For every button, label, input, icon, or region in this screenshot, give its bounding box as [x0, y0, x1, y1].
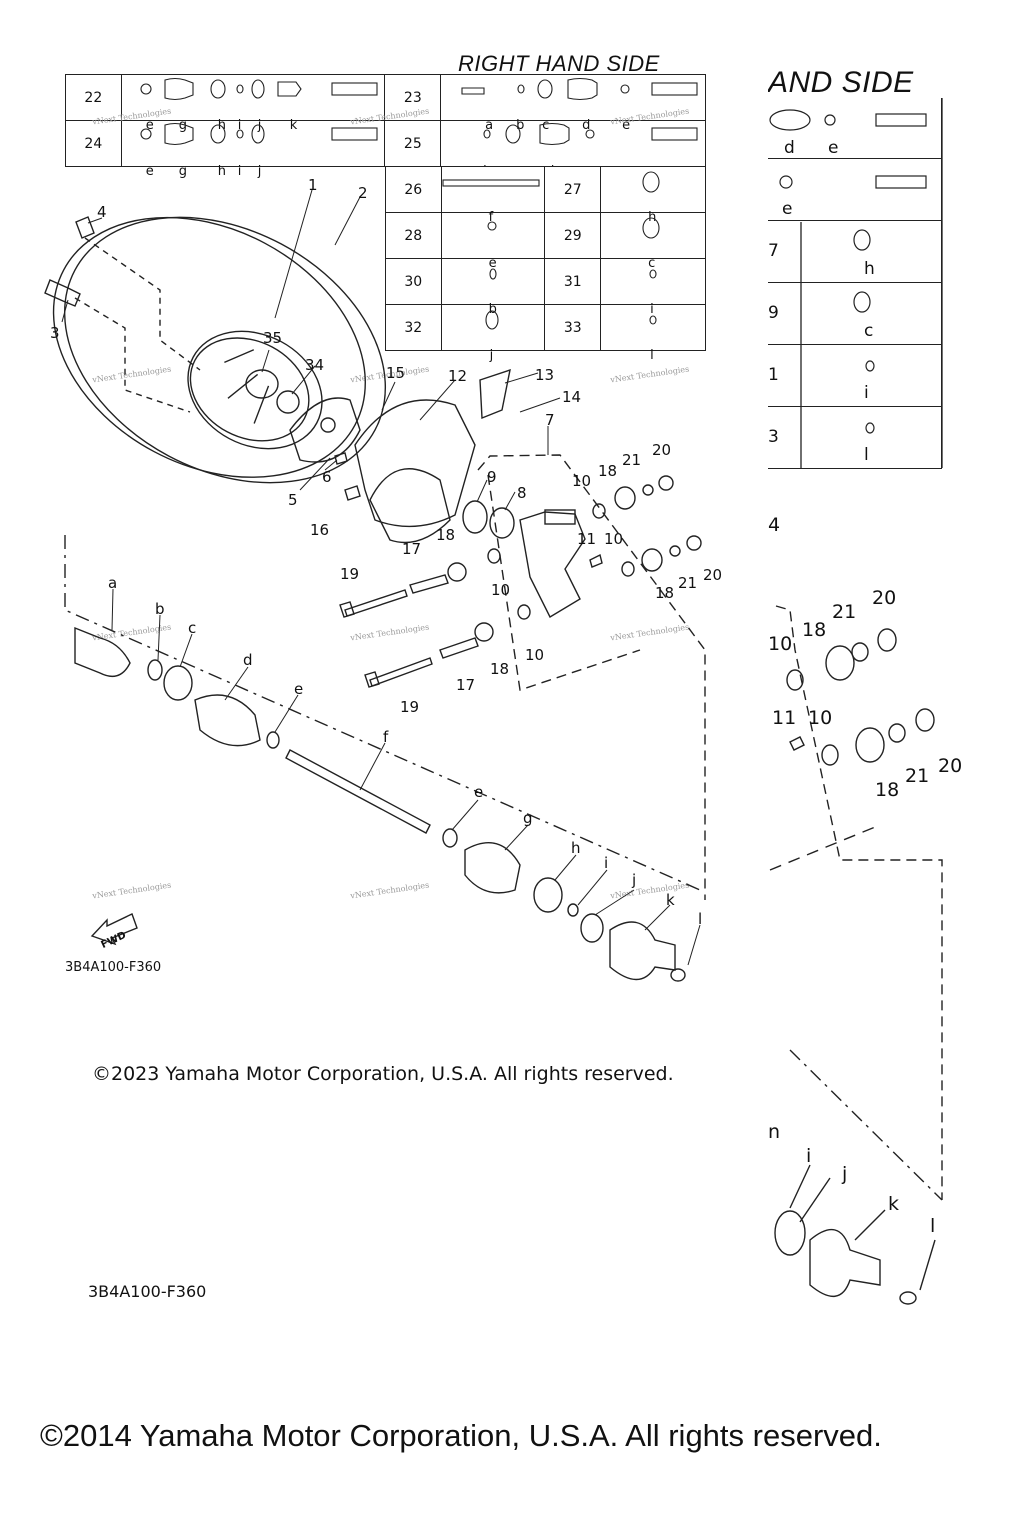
partial-callout-10b: 10 [808, 707, 832, 729]
callout-10: 10 [525, 646, 544, 664]
partial-letter-e: e [828, 138, 839, 158]
partial-row-letter: l [864, 445, 869, 465]
callout-16: 16 [310, 521, 329, 539]
callout-10: 10 [491, 581, 510, 599]
parts-single-table: 26 f 27 h 28 e 29 c 30 b 31 i 32 j 33 l [385, 166, 706, 363]
partial-row-letter: h [864, 259, 875, 279]
partial-callout-20: 20 [872, 587, 896, 609]
callout-34: 34 [305, 356, 324, 374]
callout-12: 12 [448, 367, 467, 385]
callout-18: 18 [655, 584, 674, 602]
callout-k: k [666, 891, 675, 909]
wheel-rim [187, 330, 323, 450]
partial-callouts: 4 10 18 21 20 11 10 18 21 20 n i j k l [768, 514, 962, 1237]
callout-c: c [188, 619, 196, 637]
callout-g: g [523, 809, 533, 827]
partial-row-letter: c [864, 321, 874, 341]
callout-d: d [243, 651, 253, 669]
partial-row-num: 7 [768, 241, 779, 261]
diagram-code: 3B4A100-F360 [65, 960, 162, 975]
callout-18: 18 [598, 462, 617, 480]
callout-2: 2 [358, 184, 368, 202]
partial-table-icons [769, 109, 927, 434]
partial-row-letter: i [864, 383, 869, 403]
partial-row-num: 1 [768, 365, 779, 385]
partial-callout-11: 11 [772, 707, 796, 729]
kit-num-23: 23 [384, 74, 442, 121]
callout-f: f [383, 728, 389, 746]
callout-1: 1 [308, 176, 318, 194]
partial-callout-j: j [841, 1163, 847, 1185]
partial-letter-d: d [784, 138, 795, 158]
callout-17: 17 [456, 676, 475, 694]
diagram-code-large: 3B4A100-F360 [88, 1282, 207, 1301]
partial-exploded-parts [769, 605, 943, 1305]
callout-6: 6 [322, 468, 332, 486]
callout-35: 35 [263, 329, 282, 347]
kit-num-24: 24 [65, 120, 122, 167]
callout-3: 3 [50, 324, 60, 342]
callout-h: h [571, 839, 581, 857]
callout-10: 10 [572, 472, 591, 490]
callout-18: 18 [436, 526, 455, 544]
partial-callout-21b: 21 [905, 765, 929, 787]
partial-row2-letter: e [782, 199, 793, 219]
callout-19: 19 [340, 565, 359, 583]
callout-4: 4 [97, 203, 107, 221]
partial-callout-4: 4 [768, 514, 780, 536]
partial-callout-18b: 18 [875, 779, 899, 801]
callout-l: l [698, 910, 702, 928]
callout-5: 5 [288, 491, 298, 509]
callout-15: 15 [386, 364, 405, 382]
callout-17: 17 [402, 540, 421, 558]
partial-row-num: 3 [768, 427, 779, 447]
partial-header-title: AND SIDE [768, 66, 914, 99]
callout-9: 9 [487, 468, 497, 486]
callout-b: b [155, 600, 165, 618]
partial-callout-10: 10 [768, 633, 792, 655]
kit-contents-23: a b c d e [440, 74, 706, 133]
partial-callout-i: i [806, 1145, 811, 1167]
callout-19: 19 [400, 698, 419, 716]
partial-callout-l: l [930, 1215, 935, 1237]
callout-7: 7 [545, 411, 555, 429]
callout-20: 20 [703, 566, 722, 584]
callout-18: 18 [490, 660, 509, 678]
callout-11: 11 [577, 530, 596, 548]
exploded-parts-diagram: 1 2 3 4 5 6 7 8 9 10 10 10 10 11 12 13 1… [44, 176, 722, 982]
callout-8: 8 [517, 484, 527, 502]
partial-callout-21: 21 [832, 601, 856, 623]
callout-13: 13 [535, 366, 554, 384]
partial-callout-20b: 20 [938, 755, 962, 777]
partial-callout-18: 18 [802, 619, 826, 641]
copyright-large: ©2014 Yamaha Motor Corporation, U.S.A. A… [40, 1418, 882, 1453]
table-thumbnails [140, 77, 698, 330]
callout-10: 10 [604, 530, 623, 548]
partial-row-num: 9 [768, 303, 779, 323]
callout-i: i [604, 854, 608, 872]
callout-j: j [631, 871, 636, 889]
callout-e: e [294, 680, 303, 698]
partial-callout-letter: n [768, 1121, 780, 1143]
tire [52, 216, 387, 484]
partial-callout-k: k [888, 1193, 899, 1215]
copyright-small: ©2023 Yamaha Motor Corporation, U.S.A. A… [92, 1063, 674, 1085]
callout-14: 14 [562, 388, 581, 406]
callout-e: e [474, 783, 483, 801]
callout-21: 21 [622, 451, 641, 469]
header-title: RIGHT HAND SIDE [458, 51, 660, 76]
callout-a: a [108, 574, 117, 592]
callout-21: 21 [678, 574, 697, 592]
callout-20: 20 [652, 441, 671, 459]
